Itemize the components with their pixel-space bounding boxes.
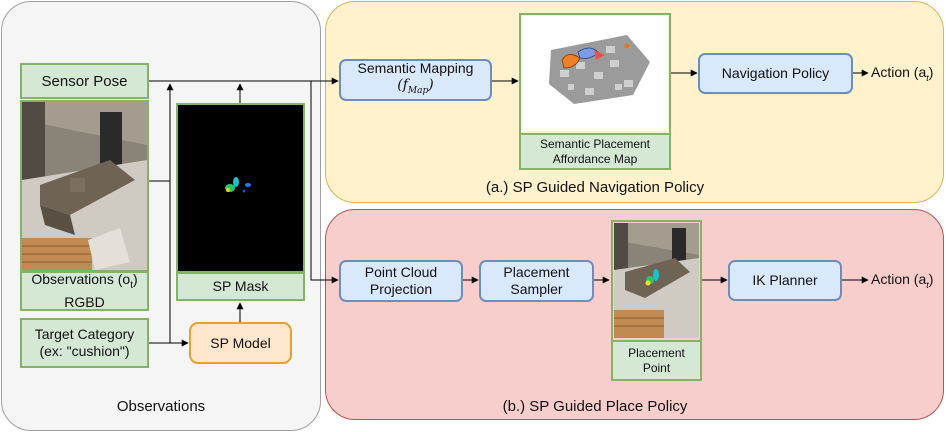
affordance-map-line2: Affordance Map (552, 151, 638, 166)
navigation-panel-caption: (a.) SP Guided Navigation Policy (485, 179, 705, 196)
point-cloud-line2: Projection (369, 281, 433, 297)
placement-sampler-line2: Sampler (510, 281, 563, 297)
rgbd-observation-frame (20, 100, 149, 272)
placement-point-line2: Point (642, 360, 671, 375)
sp-mask-frame (176, 103, 305, 273)
semantic-mapping-line1: Semantic Mapping (357, 60, 474, 77)
observations-rgbd-line1: Observations (ot) (31, 271, 138, 291)
semantic-mapping-box: Semantic Mapping (fMap) (339, 59, 492, 101)
placement-sampler-line1: Placement (503, 264, 570, 280)
placement-point-image (614, 223, 699, 338)
sp-mask-image (178, 105, 303, 271)
point-cloud-projection-box: Point Cloud Projection (339, 260, 463, 302)
placement-sampler-box: Placement Sampler (479, 260, 594, 302)
affordance-map-line1: Semantic Placement (539, 136, 651, 151)
observations-rgbd-line2: RGBD (64, 293, 105, 310)
sp-mask-label: SP Mask (212, 278, 269, 294)
ik-planner-label: IK Planner (752, 272, 818, 288)
connector-lines (148, 69, 869, 347)
sp-model-label: SP Model (210, 335, 271, 351)
target-category-line1: Target Category (34, 326, 135, 342)
affordance-map-frame (519, 13, 671, 135)
point-cloud-line1: Point Cloud (364, 264, 438, 280)
target-category-box: Target Category (ex: "cushion") (20, 318, 149, 368)
sensor-pose-box: Sensor Pose (20, 63, 149, 99)
rgbd-observation-image (22, 102, 147, 270)
navigation-policy-box: Navigation Policy (698, 53, 853, 94)
placement-point-frame (611, 220, 702, 342)
sensor-pose-label: Sensor Pose (41, 72, 128, 90)
observations-panel-caption: Observations (116, 398, 206, 415)
affordance-map-image (522, 16, 668, 131)
semantic-mapping-line2: (fMap) (397, 77, 434, 96)
place-panel-caption: (b.) SP Guided Place Policy (502, 398, 688, 415)
navigation-action-output: Action (at) (871, 64, 934, 83)
affordance-map-box: Semantic Placement Affordance Map (519, 133, 671, 170)
navigation-policy-label: Navigation Policy (721, 65, 830, 81)
ik-planner-box: IK Planner (728, 260, 842, 301)
sp-mask-box: SP Mask (176, 272, 305, 301)
target-category-line2: (ex: "cushion") (39, 343, 130, 359)
placement-point-box: Placement Point (611, 340, 702, 381)
placement-point-line1: Placement (628, 345, 685, 360)
sp-model-box: SP Model (189, 322, 292, 364)
observations-rgbd-box: Observations (ot) RGBD (20, 271, 149, 311)
place-action-output: Action (at) (871, 271, 934, 290)
